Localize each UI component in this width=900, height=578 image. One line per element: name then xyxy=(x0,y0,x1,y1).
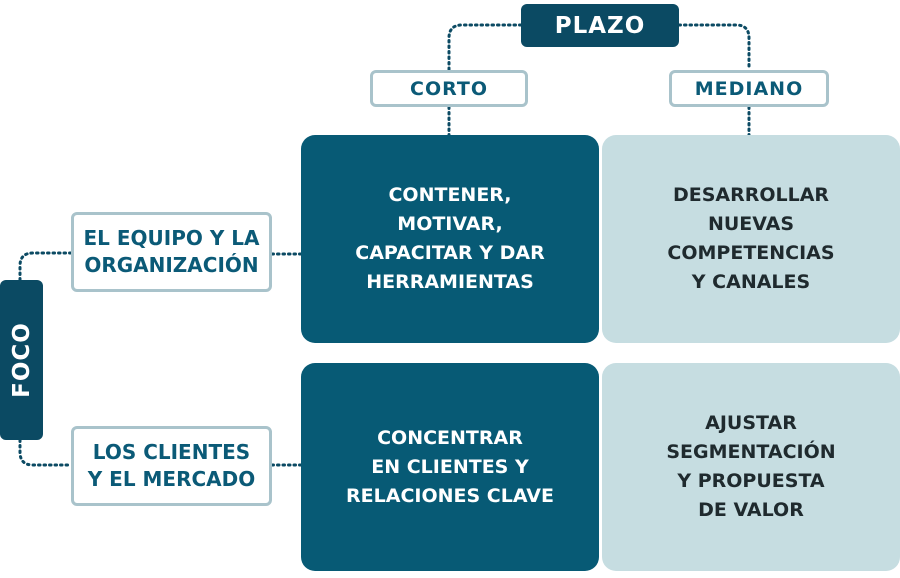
quadrant-bottom-left-text: CONCENTRAR EN CLIENTES Y RELACIONES CLAV… xyxy=(346,426,554,507)
quadrant-bottom-right-text: AJUSTAR SEGMENTACIÓN Y PROPUESTA DE VALO… xyxy=(666,412,836,521)
plazo-title: PLAZO xyxy=(554,12,646,39)
equipo-label: EL EQUIPO Y LA ORGANIZACIÓN xyxy=(83,226,260,277)
quadrant-bottom-left: CONCENTRAR EN CLIENTES Y RELACIONES CLAV… xyxy=(301,363,599,571)
row-header-equipo: EL EQUIPO Y LA ORGANIZACIÓN xyxy=(71,212,272,292)
quadrant-top-left: CONTENER, MOTIVAR, CAPACITAR Y DAR HERRA… xyxy=(301,135,599,343)
mediano-label: MEDIANO xyxy=(694,77,804,100)
connector-foco-clientes xyxy=(18,438,73,467)
clientes-label: LOS CLIENTES Y EL MERCADO xyxy=(87,440,256,491)
quadrant-top-right-text: DESARROLLAR NUEVAS COMPETENCIAS Y CANALE… xyxy=(667,184,835,293)
quadrant-top-left-text: CONTENER, MOTIVAR, CAPACITAR Y DAR HERRA… xyxy=(355,184,545,293)
connector-plazo-mediano xyxy=(677,23,751,72)
plazo-header: PLAZO xyxy=(521,4,679,47)
quadrant-top-right: DESARROLLAR NUEVAS COMPETENCIAS Y CANALE… xyxy=(602,135,900,343)
quadrant-bottom-right: AJUSTAR SEGMENTACIÓN Y PROPUESTA DE VALO… xyxy=(602,363,900,571)
connector-plazo-corto xyxy=(447,23,523,72)
corto-label: CORTO xyxy=(410,77,488,100)
column-header-corto: CORTO xyxy=(370,70,528,107)
connector-foco-equipo xyxy=(18,251,73,282)
foco-header: FOCO xyxy=(0,280,43,440)
row-header-clientes: LOS CLIENTES Y EL MERCADO xyxy=(71,426,272,506)
foco-title: FOCO xyxy=(8,322,35,398)
column-header-mediano: MEDIANO xyxy=(669,70,829,107)
